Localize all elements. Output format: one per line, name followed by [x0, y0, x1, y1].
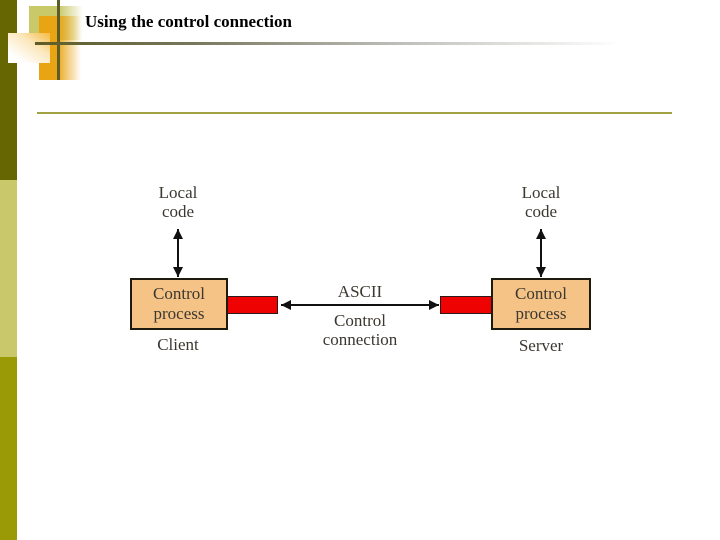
control-connection-label: Control connection — [322, 311, 398, 349]
decoration-horizontal-line-top — [35, 42, 665, 45]
ascii-label: ASCII — [337, 282, 383, 301]
server-caption: Server — [518, 336, 564, 355]
server-local-code-label: Local code — [521, 183, 561, 221]
decoration-vertical-line — [57, 0, 60, 80]
sidebar-segment-middle — [0, 180, 17, 357]
sidebar-segment-top — [0, 0, 17, 180]
decoration-horizontal-line-accent — [37, 112, 672, 114]
client-caption: Client — [157, 335, 199, 354]
server-connection-port — [440, 296, 492, 314]
client-connection-port — [226, 296, 278, 314]
decoration-white-square — [8, 33, 50, 63]
sidebar-segment-bottom — [0, 357, 17, 540]
server-control-process-box: Control process — [491, 278, 591, 330]
client-local-code-label: Local code — [158, 183, 198, 221]
slide-title: Using the control connection — [85, 12, 292, 31]
client-control-process-box: Control process — [130, 278, 228, 330]
